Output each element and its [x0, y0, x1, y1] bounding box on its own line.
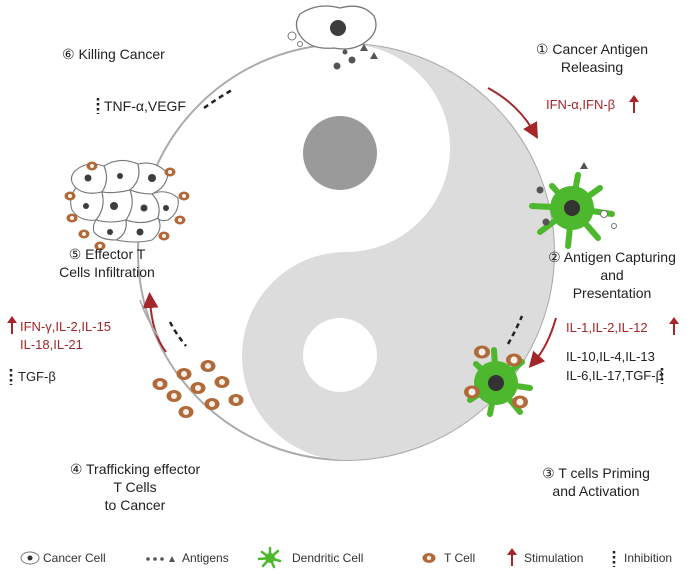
legend-inhibition-label: Inhibition — [624, 551, 673, 565]
legend-stimulation-label: Stimulation — [524, 551, 584, 565]
legend-dendritic-cell-label: Dendritic Cell — [292, 551, 364, 565]
trafficking-t-cells — [152, 360, 244, 418]
stimulation-arrow-step3 — [528, 317, 557, 369]
inhibition-dashes-step5 — [168, 321, 187, 347]
step1-line2: Releasing — [560, 59, 624, 75]
dendritic-cell-priming — [464, 345, 533, 417]
circle-gap-lines — [139, 299, 159, 337]
legend-t-cell-icon — [422, 553, 436, 563]
step5-line2: Cells Infiltration — [59, 264, 155, 280]
step1-line1: ① Cancer Antigen — [535, 41, 649, 57]
step2-title: ② Antigen Capturing and Presentation — [528, 248, 693, 302]
factor-tnf: TNF-α,VEGF — [104, 98, 186, 114]
step4-line1: ④ Trafficking effector — [69, 461, 201, 477]
inhibition-dashes-step3 — [506, 315, 524, 345]
yang-white-dot — [303, 318, 377, 392]
stimulation-arrow-step1 — [487, 87, 538, 139]
step6-title: ⑥ Killing Cancer — [62, 46, 165, 62]
factor-il-inh2: IL-6,IL-17,TGF-β — [566, 368, 664, 383]
step3-title: ③ T cells Priming and Activation — [522, 464, 670, 500]
step4-line2: T Cells — [113, 479, 157, 495]
factor-ifng2: IL-18,IL-21 — [20, 337, 83, 352]
legend-cancer-cell-icon — [20, 551, 40, 565]
step2-line1: ② Antigen Capturing — [548, 249, 676, 265]
legend-t-cell-label: T Cell — [444, 551, 476, 565]
step3-line2: and Activation — [552, 483, 640, 499]
stimulation-up-arrow-ifng — [7, 316, 17, 334]
step5-title: ⑤ Effector T Cells Infiltration — [42, 245, 172, 281]
dendritic-cell-capturing — [529, 162, 617, 249]
stimulation-up-arrow-ifn — [629, 95, 639, 113]
inhibition-dashes-step6 — [203, 88, 233, 110]
step5-line1: ⑤ Effector T — [68, 246, 146, 262]
step2-line2: and — [600, 267, 624, 283]
factor-il-inh1: IL-10,IL-4,IL-13 — [566, 349, 655, 364]
factor-ifn: IFN-α,IFN-β — [546, 97, 616, 112]
step2-line3: Presentation — [572, 285, 652, 301]
step1-title: ① Cancer Antigen Releasing — [530, 40, 654, 76]
legend-antigens-icon — [146, 556, 175, 562]
tumor-mass — [64, 159, 190, 251]
legend-antigens-label: Antigens — [182, 551, 229, 565]
factor-tgf: TGF-β — [18, 369, 56, 384]
legend-dendritic-cell-icon — [257, 546, 282, 569]
yin-dark-dot — [303, 116, 377, 190]
step4-title: ④ Trafficking effector T Cells to Cancer — [40, 460, 230, 514]
releasing-cancer-cell — [287, 5, 377, 50]
factor-ifng1: IFN-γ,IL-2,IL-15 — [20, 319, 112, 334]
released-antigens — [333, 44, 378, 70]
legend-cancer-cell-label: Cancer Cell — [43, 551, 106, 565]
legend-stimulation-icon — [507, 548, 517, 566]
factor-il-stim: IL-1,IL-2,IL-12 — [566, 320, 648, 335]
step4-line3: to Cancer — [104, 497, 166, 513]
stimulation-up-arrow-il — [669, 317, 679, 335]
step3-line1: ③ T cells Priming — [542, 465, 650, 481]
